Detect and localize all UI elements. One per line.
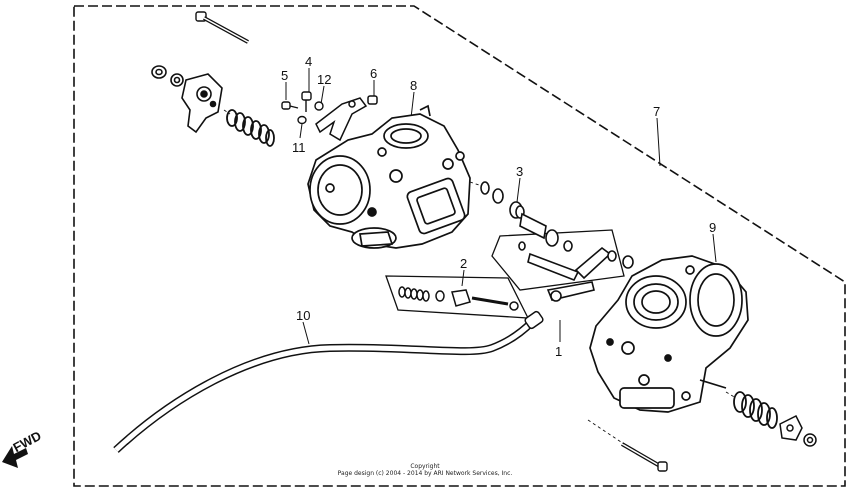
- fuel-joint: [480, 181, 573, 252]
- callout-labels: 1 2 3 4 5 6 7 8 9 10 11 12: [281, 54, 716, 359]
- carburetor-left: [307, 104, 471, 249]
- assembly-outline: [73, 5, 846, 487]
- long-screw-bottom: [620, 442, 668, 472]
- adjusting-screw-assembly: [398, 286, 519, 311]
- callout-10: 10: [296, 308, 310, 323]
- callout-11: 11: [292, 140, 306, 155]
- callout-5: 5: [281, 68, 288, 83]
- callout-3: 3: [516, 164, 523, 179]
- long-screw-top: [195, 11, 249, 44]
- fwd-arrow-icon: [2, 446, 28, 468]
- throttle-cam-right: [779, 414, 817, 447]
- callout-1: 1: [555, 344, 562, 359]
- spring-left: [226, 109, 275, 147]
- leader-lines: [285, 68, 717, 345]
- callout-12: 12: [317, 72, 331, 87]
- throttle-cam-left: [181, 73, 223, 134]
- copyright-heading: Copyright: [410, 463, 440, 470]
- callout-9: 9: [709, 220, 716, 235]
- link-bracket: [315, 95, 378, 142]
- callout-2: 2: [460, 256, 467, 271]
- washer-nut-left: [151, 65, 184, 87]
- spring-right: [733, 391, 778, 429]
- alignment-lines: [223, 109, 737, 445]
- carburetor-right: [589, 255, 749, 413]
- callout-6: 6: [370, 66, 377, 81]
- drain-tube: [113, 310, 544, 453]
- copyright-notice: Page design (c) 2004 - 2014 by ARI Netwo…: [337, 470, 513, 477]
- callout-4: 4: [305, 54, 312, 69]
- linkage-shaft: [518, 241, 634, 302]
- callout-8: 8: [410, 78, 417, 93]
- small-screws: [281, 91, 324, 125]
- callout-7: 7: [653, 104, 660, 119]
